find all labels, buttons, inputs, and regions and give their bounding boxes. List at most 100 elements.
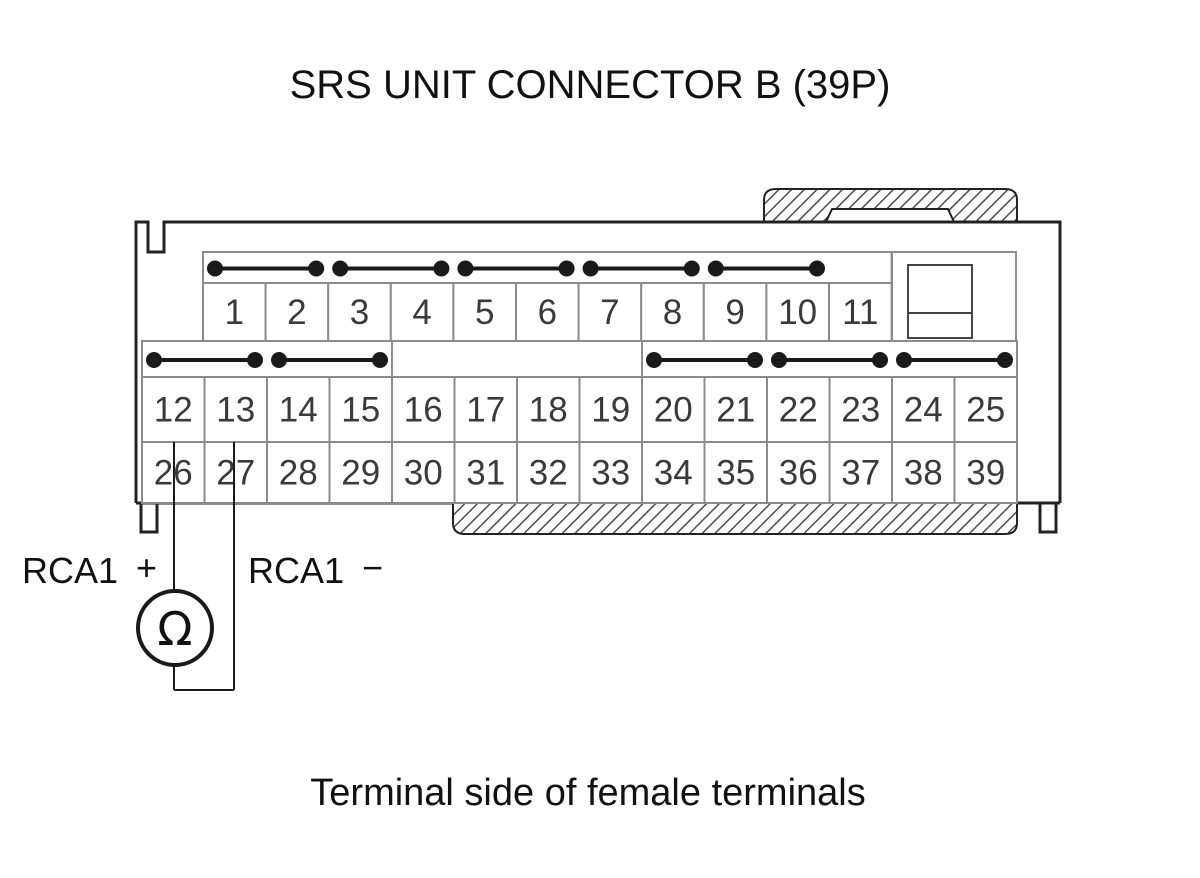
pin-number-39: 39 xyxy=(966,454,1005,493)
pin-number-17: 17 xyxy=(466,391,505,430)
pin-number-3: 3 xyxy=(350,293,369,332)
pin-cell-4 xyxy=(389,282,455,342)
pin-number-12: 12 xyxy=(154,391,193,430)
shorting-bar-5-6-end-b xyxy=(558,260,575,277)
probe-label-plus: RCA1 xyxy=(22,550,118,591)
shorting-bar-12-13-end-a xyxy=(146,352,162,368)
shorting-bar-14-15-end-b xyxy=(372,352,388,368)
pin-number-34: 34 xyxy=(654,454,693,493)
shorting-bar-20-21-end-b xyxy=(747,352,763,368)
pin-cell-2 xyxy=(264,282,330,342)
shorting-bar-1-2-end-b xyxy=(308,260,325,277)
pin-number-28: 28 xyxy=(279,454,318,493)
shorting-bar-22-23-end-a xyxy=(771,352,787,368)
pin-number-6: 6 xyxy=(538,293,557,332)
pin-number-14: 14 xyxy=(279,391,318,430)
pin-number-9: 9 xyxy=(725,293,744,332)
pin-number-33: 33 xyxy=(591,454,630,493)
pin-cell-29 xyxy=(328,441,393,504)
shorting-bar-9-10-end-a xyxy=(707,260,724,277)
probe-sign-plus: + xyxy=(136,547,157,588)
pin-number-24: 24 xyxy=(904,391,943,430)
pin-number-35: 35 xyxy=(716,454,755,493)
shorting-bar-22-23-end-b xyxy=(872,352,888,368)
shorting-bar-1-2-end-a xyxy=(207,260,223,277)
shorting-bar-9-10-end-b xyxy=(809,260,825,277)
pin-cell-7 xyxy=(577,282,643,342)
pin-cell-16 xyxy=(391,376,456,443)
pin-number-10: 10 xyxy=(778,293,817,332)
diagram-caption: Terminal side of female terminals xyxy=(310,772,865,814)
probe-label-minus: RCA1 xyxy=(248,550,344,591)
probe-wiring: Ω xyxy=(136,442,235,691)
pin-cell-31 xyxy=(453,441,518,504)
pin-number-4: 4 xyxy=(412,293,431,332)
connector-latch-top xyxy=(763,188,1018,223)
pin-cell-1 xyxy=(202,282,267,342)
pin-cell-22 xyxy=(766,376,831,443)
pin-cell-37 xyxy=(828,441,893,504)
connector-foot-right xyxy=(1038,503,1058,534)
pin-number-36: 36 xyxy=(779,454,818,493)
ohmmeter-icon xyxy=(136,589,214,667)
pin-cell-30 xyxy=(391,441,456,504)
pin-cell-13 xyxy=(203,376,268,443)
shorting-bar-24-25-end-a xyxy=(896,352,912,368)
pin-number-21: 21 xyxy=(716,391,755,430)
connector-foot-left xyxy=(139,503,159,534)
connector-key-window xyxy=(907,264,973,339)
pin-number-2: 2 xyxy=(287,293,306,332)
pin-number-32: 32 xyxy=(529,454,568,493)
pin-cell-18 xyxy=(516,376,581,443)
shorting-bar-14-15-end-a xyxy=(271,352,287,368)
pin-cell-32 xyxy=(516,441,581,504)
pin-number-25: 25 xyxy=(966,391,1005,430)
pin-number-37: 37 xyxy=(841,454,880,493)
shorting-bar-7-8-end-a xyxy=(582,260,599,277)
pin-number-27: 27 xyxy=(216,454,255,493)
pin-cell-19 xyxy=(578,376,643,443)
shorting-bar-20-21-end-a xyxy=(646,352,662,368)
pin-cell-5 xyxy=(452,282,517,342)
pin-number-18: 18 xyxy=(529,391,568,430)
pin-number-8: 8 xyxy=(663,293,682,332)
pin-number-13: 13 xyxy=(216,391,255,430)
shorting-bar-5-6-end-a xyxy=(457,260,474,277)
shorting-bar-7-8-end-b xyxy=(683,260,700,277)
pin-number-22: 22 xyxy=(779,391,818,430)
connector-housing xyxy=(134,220,1062,503)
pin-cell-35 xyxy=(703,441,768,504)
pin-cell-12 xyxy=(141,376,206,443)
shorting-bar-3-4-end-a xyxy=(332,260,349,277)
pin-cell-33 xyxy=(578,441,643,504)
shorting-bar-24-25-end-b xyxy=(997,352,1013,368)
pin-cell-3 xyxy=(327,282,392,342)
pin-number-20: 20 xyxy=(654,391,693,430)
pin-number-1: 1 xyxy=(225,293,244,332)
pin-number-7: 7 xyxy=(600,293,619,332)
pin-number-38: 38 xyxy=(904,454,943,493)
pin-cell-9 xyxy=(702,282,768,342)
probe-sign-minus: − xyxy=(362,547,383,588)
pin-number-29: 29 xyxy=(341,454,380,493)
pin-cell-8 xyxy=(640,282,705,342)
pin-number-30: 30 xyxy=(404,454,443,493)
pin-number-11: 11 xyxy=(842,293,878,332)
shorting-bar-3-4-end-b xyxy=(433,260,450,277)
pin-number-5: 5 xyxy=(475,293,494,332)
pin-number-16: 16 xyxy=(404,391,443,430)
shorting-bar-12-13-end-b xyxy=(247,352,263,368)
pin-number-15: 15 xyxy=(341,391,380,430)
pin-number-31: 31 xyxy=(466,454,505,493)
pin-cell-23 xyxy=(828,376,893,443)
pin-number-19: 19 xyxy=(591,391,630,430)
pin-cell-39 xyxy=(953,441,1018,504)
diagram-title: SRS UNIT CONNECTOR B (39P) xyxy=(290,63,891,107)
pin-number-23: 23 xyxy=(841,391,880,430)
ohmmeter-symbol: Ω xyxy=(157,602,192,656)
connector-lock-rail xyxy=(452,502,1018,535)
connector-latch-slot xyxy=(824,208,956,223)
pin-cell-36 xyxy=(766,441,831,504)
